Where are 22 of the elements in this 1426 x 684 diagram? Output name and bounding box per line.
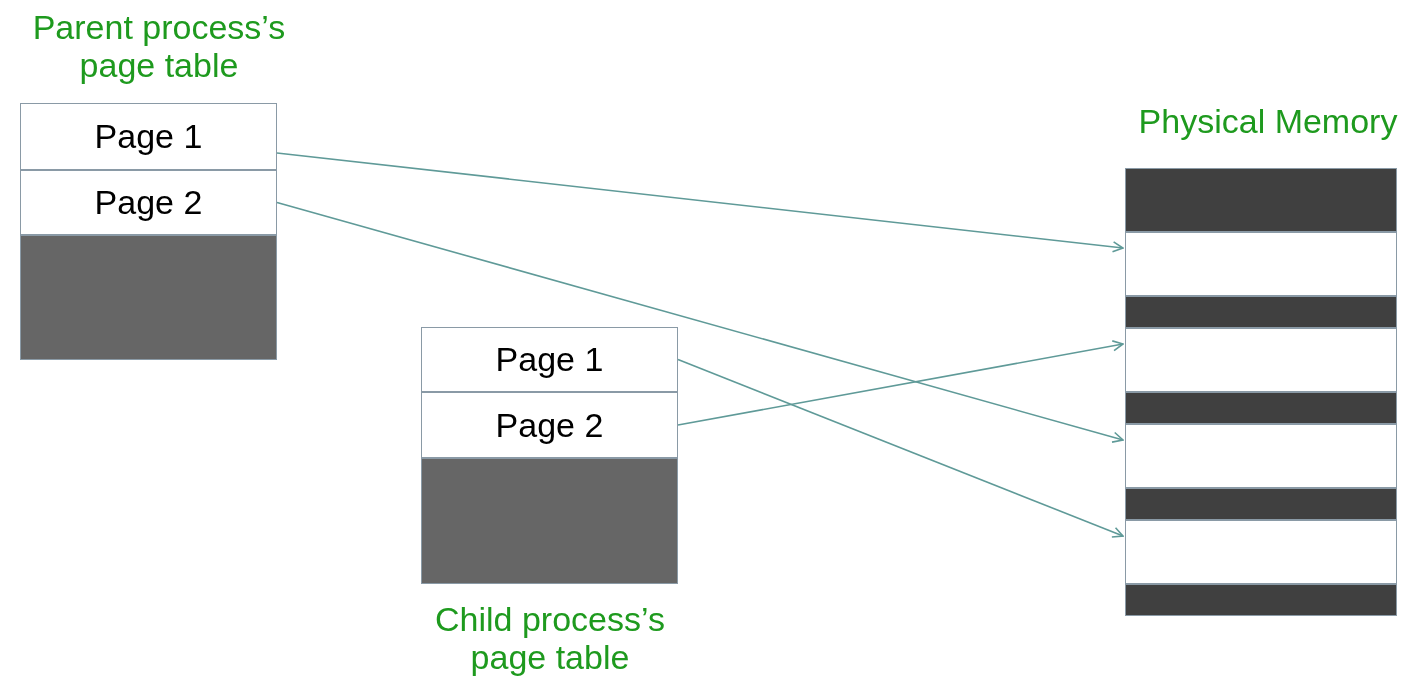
used-memory-frame: [1125, 488, 1397, 520]
memory-frame: [1125, 328, 1397, 392]
unused-table-area: [421, 458, 678, 584]
used-memory-frame: [1125, 296, 1397, 328]
used-memory-frame: [1125, 168, 1397, 232]
unused-table-area: [20, 235, 277, 360]
memory-frame: [1125, 424, 1397, 488]
table-heading: Parent process’s page table: [31, 8, 287, 84]
page-entry: Page 1: [20, 103, 277, 170]
page-entry: Page 2: [20, 170, 277, 235]
page-entry: Page 2: [421, 392, 678, 458]
memory-frame: [1125, 520, 1397, 584]
arrow: [276, 201, 1124, 443]
used-memory-frame: [1125, 392, 1397, 424]
arrow: [276, 152, 1124, 253]
memory-frame: [1125, 232, 1397, 296]
used-memory-frame: [1125, 584, 1397, 616]
page-entry: Page 1: [421, 327, 678, 392]
table-heading: Child process’s page table: [434, 600, 666, 676]
arrow: [677, 358, 1124, 538]
table-heading: Physical Memory: [1137, 102, 1399, 140]
arrow: [677, 340, 1124, 426]
